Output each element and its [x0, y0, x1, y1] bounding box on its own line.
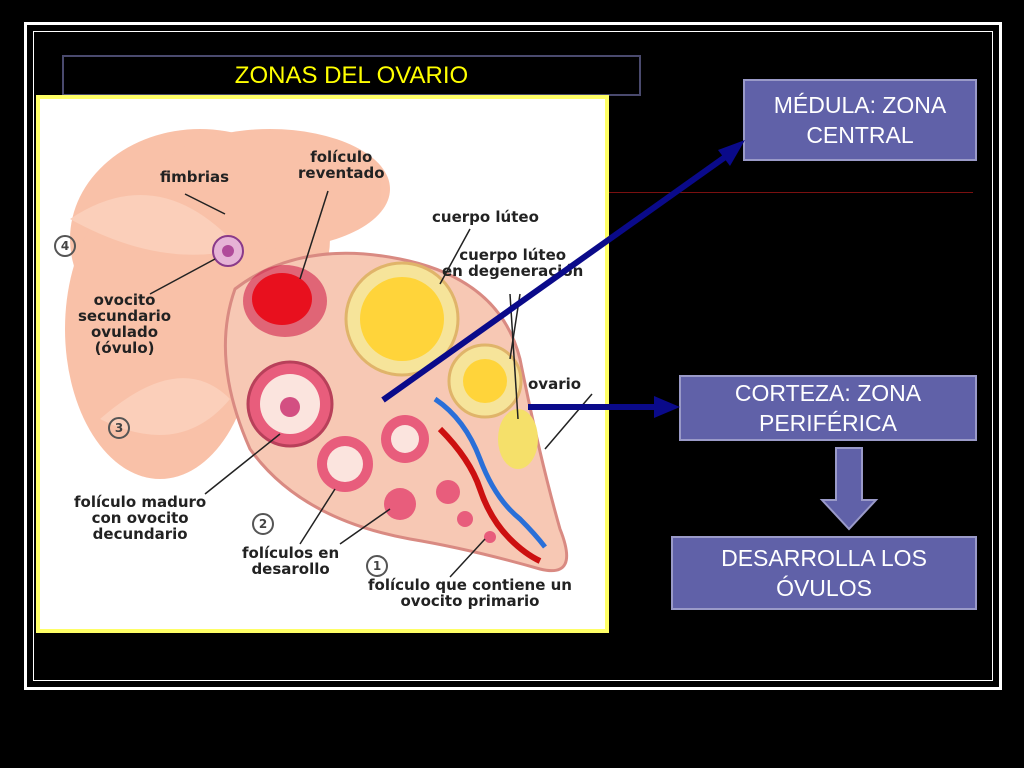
label-ovario: ovario	[528, 375, 582, 393]
desarrolla-box: DESARROLLA LOS ÓVULOS	[671, 536, 977, 610]
label-fimbrias: fimbrias	[160, 168, 230, 186]
label-foliculo-maduro: folículo maduro con ovocito decundario	[74, 493, 207, 543]
blood-vessel-red	[437, 426, 542, 564]
divider-line	[608, 192, 973, 193]
medula-box: MÉDULA: ZONA CENTRAL	[743, 79, 977, 161]
stage-marker-1: 1	[366, 555, 388, 577]
label-foliculo-reventado: folículo reventado	[298, 148, 385, 182]
corteza-box: CORTEZA: ZONA PERIFÉRICA	[679, 375, 977, 441]
stage-marker-3: 3	[108, 417, 130, 439]
label-foliculo-primario: folículo que contiene un ovocito primari…	[368, 576, 572, 610]
down-arrow	[819, 447, 879, 531]
stage-marker-2: 2	[252, 513, 274, 535]
label-foliculos-desarrollo: folículos en desarollo	[242, 544, 340, 578]
arrow-to-medula-head	[718, 140, 745, 166]
label-cuerpo-luteo: cuerpo lúteo	[432, 208, 539, 226]
blood-vessel-blue	[433, 396, 547, 549]
stage-marker-4: 4	[54, 235, 76, 257]
fimbriae-shape	[65, 129, 390, 479]
arrow-to-medula	[381, 147, 737, 403]
label-ovocito-secundario: ovocito secundario ovulado (óvulo)	[78, 291, 172, 357]
slide-inner-frame	[33, 31, 993, 681]
slide-title: ZONAS DEL OVARIO	[62, 55, 641, 96]
slide-outer-frame	[24, 22, 1002, 690]
arrow-to-corteza-head	[654, 396, 680, 418]
